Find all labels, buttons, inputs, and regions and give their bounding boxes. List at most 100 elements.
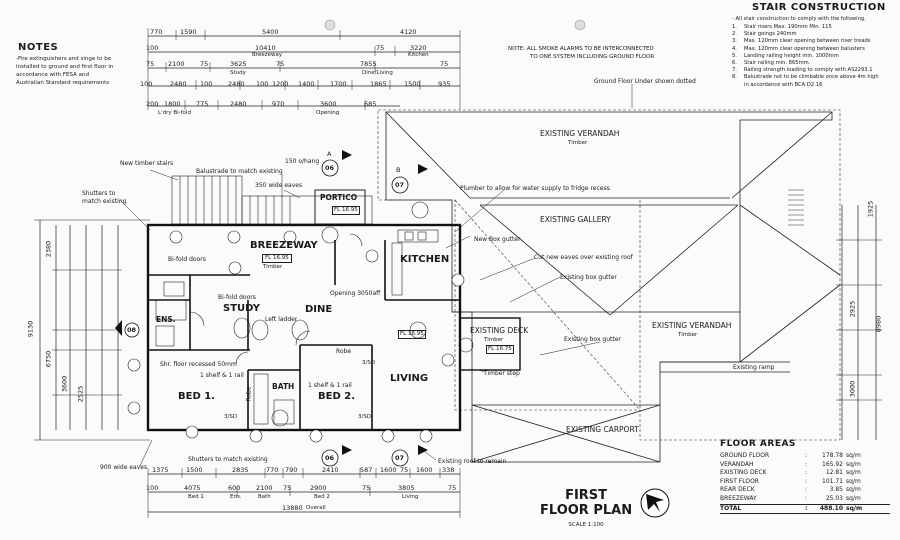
dim-bottom: 1600	[416, 466, 433, 474]
room-bed2: BED 2.	[318, 391, 355, 402]
stair-item: 2.Stair goings 240mm	[732, 31, 797, 38]
stair-item: 3.Max. 120mm clear opening between riser…	[732, 38, 871, 45]
deck-fl-tag: FL 16.75	[486, 345, 514, 354]
dim-top: 1200	[272, 80, 289, 88]
dim-bottom-sub: Bed 2	[314, 494, 330, 500]
stair-heading: STAIR CONSTRUCTION	[752, 2, 886, 13]
notes-line-2: installed to ground and first floor in	[16, 64, 114, 70]
stair-item: 6.Stair railing min. 865mm.	[732, 60, 811, 67]
smoke-note-line-2: TO ONE SYSTEM INCLUDING GROUND FLOOR	[530, 54, 655, 60]
room-verandah-right: EXISTING VERANDAH	[652, 321, 732, 330]
dim-top: 75	[440, 60, 449, 68]
dim-top: 2480	[230, 100, 247, 108]
plan-title: FIRST FLOOR PLAN SCALE 1:100	[540, 488, 632, 533]
label-new-box-gutter: New Box gutter	[474, 236, 521, 243]
dim-top: 75	[376, 44, 385, 52]
dim-bottom: 2100	[256, 484, 273, 492]
room-verandah-top: EXISTING VERANDAH	[540, 129, 620, 138]
label-shutters-bottom: Shutters to match existing	[188, 456, 268, 463]
label-sd: 3/SD	[358, 414, 372, 420]
dim-top: 2480	[170, 80, 187, 88]
dim-top: 1590	[180, 28, 197, 36]
room-dine: DINE	[305, 304, 333, 315]
dim-top-sub: Breezeway	[252, 52, 283, 58]
dim-top: 3220	[410, 44, 427, 52]
dim-bottom: 2410	[322, 466, 339, 474]
room-gallery: EXISTING GALLERY	[540, 215, 611, 224]
dim-left: 3600	[60, 375, 69, 393]
dim-top: 2480	[228, 80, 245, 88]
dim-top: 100	[256, 80, 269, 88]
dim-top-sub: Study	[230, 70, 246, 76]
dim-bottom: 75	[283, 484, 292, 492]
dim-left: 9130	[26, 320, 35, 338]
dim-top: 4120	[400, 28, 417, 36]
room-bath: BATH	[272, 382, 295, 391]
label-shower: Shr. floor recessed 50mm	[160, 361, 237, 368]
label-sd: 3/SD	[362, 360, 376, 366]
label-eaves-150: 150 o/hang	[285, 158, 320, 165]
room-bed1: BED 1.	[178, 391, 215, 402]
floor-areas-heading: FLOOR AREAS	[720, 439, 796, 449]
room-breezeway-sub: Timber	[263, 264, 283, 270]
dim-bottom: 790	[285, 466, 298, 474]
dim-top: 935	[438, 80, 451, 88]
label-eaves-900: 900 wide eaves	[100, 464, 148, 471]
section-letter-b: B	[396, 166, 401, 174]
dim-top: 100	[200, 80, 213, 88]
label-left-ladder: Left ladder	[265, 316, 298, 323]
dim-top: 685	[364, 100, 377, 108]
dim-top: 775	[196, 100, 209, 108]
dim-right: 1925	[866, 200, 875, 218]
room-verandah-top-sub: Timber	[568, 140, 588, 146]
title-line-1: FIRST	[565, 488, 608, 503]
dim-top: 3625	[230, 60, 247, 68]
breezeway-fl-tag: FL 16.95	[262, 254, 292, 263]
stair-intro: - All stair construction to comply with …	[732, 16, 866, 22]
dim-top: 2100	[168, 60, 185, 68]
label-sd: 3/SD	[224, 414, 238, 420]
dim-bottom: 4075	[184, 484, 201, 492]
dim-bottom: 75	[448, 484, 457, 492]
label-ground-floor-under: Ground Floor Under shown dotted	[594, 78, 696, 85]
dim-overall: 13880	[282, 504, 303, 512]
dim-left: 2380	[44, 240, 53, 258]
dim-bottom-sub: Bath	[258, 494, 271, 500]
label-timber-step: Timber step	[484, 370, 520, 377]
dim-bottom: 338	[442, 466, 455, 474]
section-letter-a: A	[327, 150, 332, 158]
dim-bottom: 1600	[380, 466, 397, 474]
dim-bottom: 770	[266, 466, 279, 474]
label-cut-eaves: Cut new eaves over existing roof	[534, 254, 633, 261]
room-kitchen: KITCHEN	[400, 254, 450, 265]
dim-top: 200	[146, 100, 159, 108]
dim-top: 1500	[404, 80, 421, 88]
label-balustrade: Balustrade to match existing	[196, 168, 283, 175]
dim-top: 3600	[320, 100, 337, 108]
stair-item: 8.Balustrade not to be climbable once ab…	[732, 74, 879, 81]
notes-line-1: -Fire extinguishers and singe to be	[16, 56, 112, 62]
section-a-top: 06	[325, 164, 335, 172]
stair-item: in accordance with BCA D2.16	[744, 81, 823, 88]
dim-top-sub: Dine/Living	[362, 70, 393, 76]
dim-top: 75	[200, 60, 209, 68]
stair-item: 7.Railing strength loading to comply wit…	[732, 67, 873, 74]
dim-top: 1800	[164, 100, 181, 108]
dim-top: 1400	[298, 80, 315, 88]
section-a-bottom: 06	[325, 454, 335, 462]
dim-top: 10410	[255, 44, 276, 52]
title-line-2: FLOOR PLAN	[540, 503, 633, 518]
dim-right: 2925	[848, 300, 857, 318]
dim-top: 1700	[330, 80, 347, 88]
room-study: STUDY	[223, 303, 260, 314]
dim-left: 2525	[76, 385, 85, 403]
stair-list: 1.Stair risers Max. 190mm Min. 115 2.Sta…	[732, 24, 892, 89]
label-existing-box-gutter: Existing box gutter	[560, 274, 617, 281]
label-bifold-2: Bi-fold doors	[218, 294, 256, 301]
section-b-top: 07	[395, 181, 405, 189]
